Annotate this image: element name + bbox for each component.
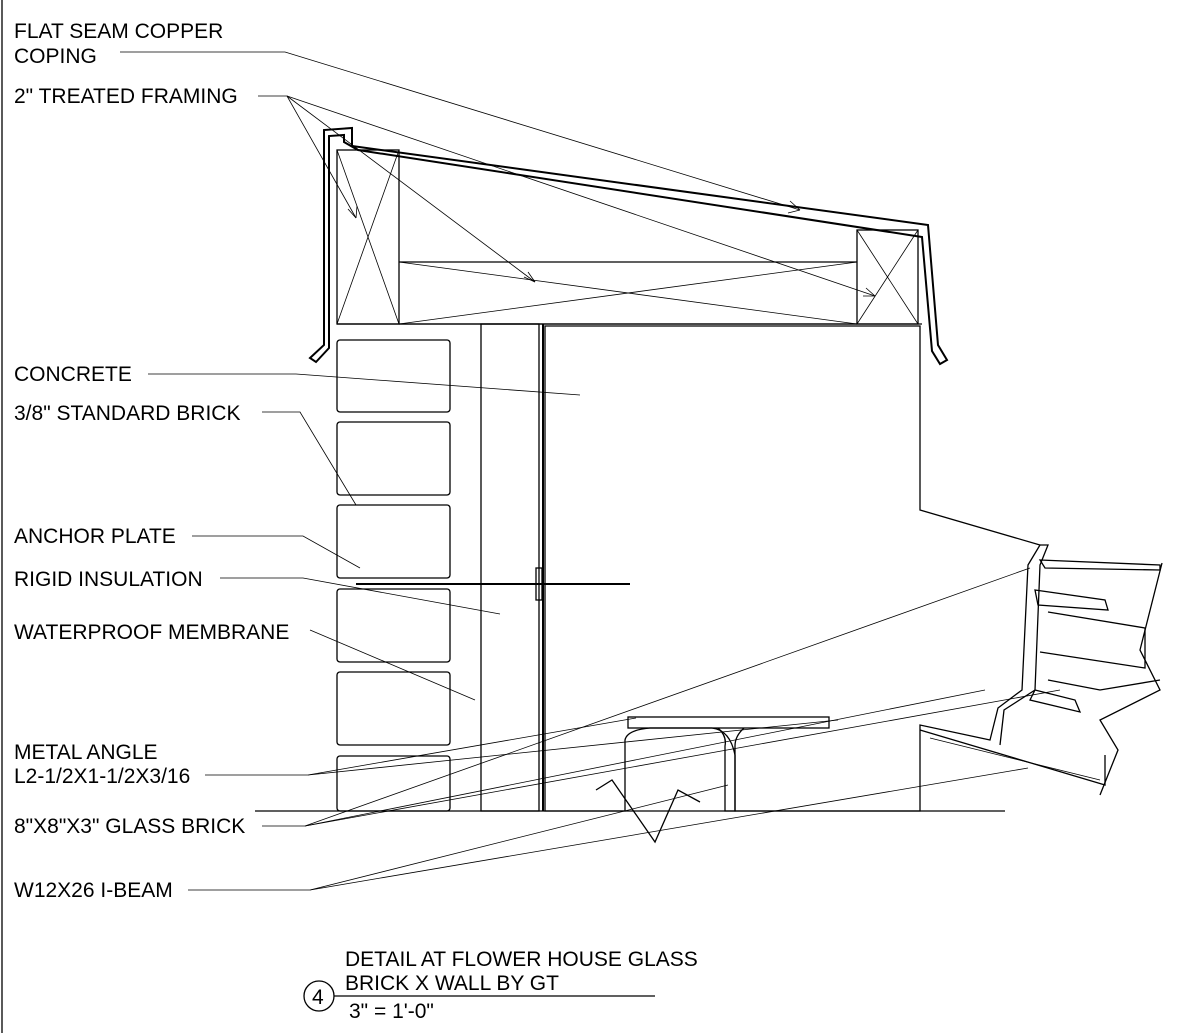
leader-lines	[120, 51, 1061, 891]
label-concrete: CONCRETE	[14, 363, 132, 386]
glass-brick-assembly	[919, 544, 1163, 796]
label-waterproof-membrane: WATERPROOF MEMBRANE	[14, 621, 289, 644]
detail-number: 4	[312, 986, 324, 1009]
label-metal-angle: METAL ANGLE	[14, 741, 158, 764]
label-flat-seam-copper: FLAT SEAM COPPER	[14, 20, 223, 43]
label-metal-angle-size: L2-1/2X1-1/2X3/16	[14, 765, 190, 788]
copper-coping	[308, 126, 949, 366]
detail-title-line2: BRICK X WALL BY GT	[345, 972, 559, 995]
anchor-plate	[356, 567, 630, 601]
label-rigid-insulation: RIGID INSULATION	[14, 568, 203, 591]
callout-labels: FLAT SEAM COPPER COPING 2" TREATED FRAMI…	[14, 20, 289, 902]
detail-title-block: 4 DETAIL AT FLOWER HOUSE GLASS BRICK X W…	[303, 948, 698, 1023]
treated-framing	[336, 149, 922, 325]
detail-title-line1: DETAIL AT FLOWER HOUSE GLASS	[345, 948, 698, 971]
label-treated-framing: 2" TREATED FRAMING	[14, 85, 238, 108]
label-coping: COPING	[14, 45, 97, 68]
rigid-insulation	[480, 323, 540, 812]
label-i-beam: W12X26 I-BEAM	[14, 879, 173, 902]
label-glass-brick: 8"X8"X3" GLASS BRICK	[14, 815, 245, 838]
label-anchor-plate: ANCHOR PLATE	[14, 525, 176, 548]
label-standard-brick: 3/8" STANDARD BRICK	[14, 402, 240, 425]
detail-scale: 3" = 1'-0"	[349, 1000, 434, 1023]
standard-brick-wall	[336, 339, 451, 812]
